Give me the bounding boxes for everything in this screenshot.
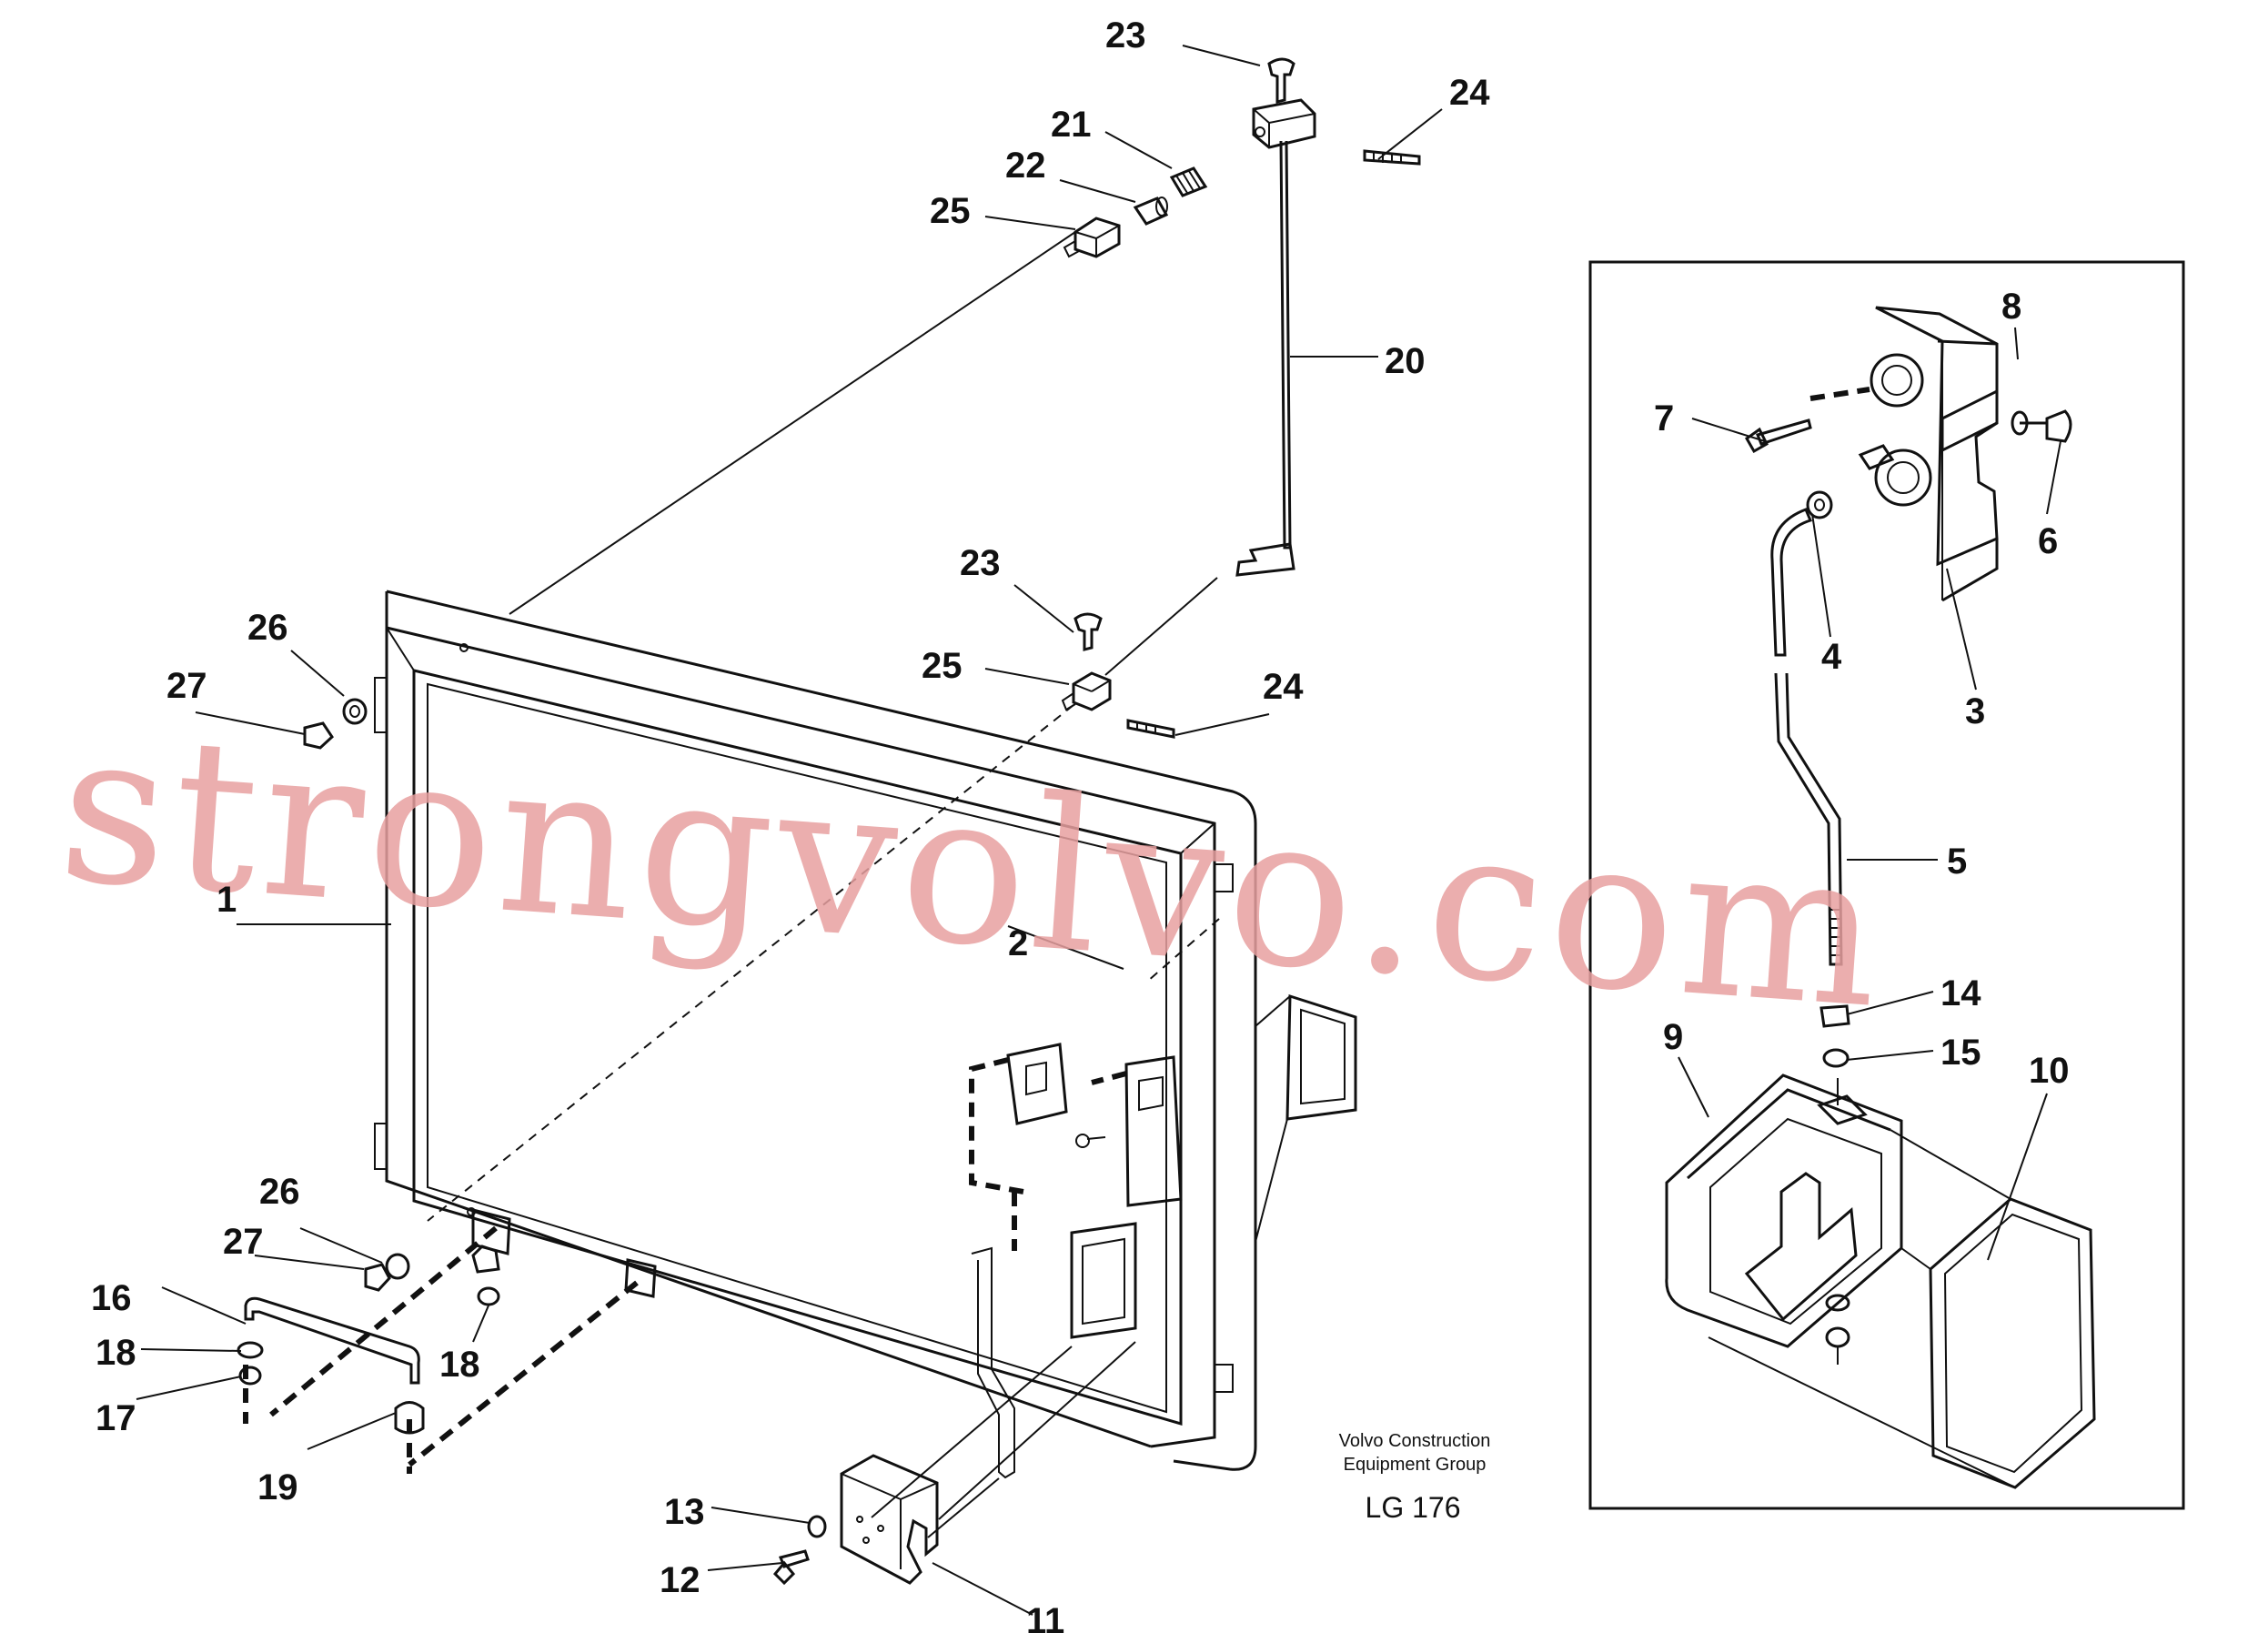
callout-6: 6: [2038, 521, 2058, 561]
callout-12: 12: [660, 1560, 701, 1600]
diagram-code: LG 176: [1366, 1491, 1461, 1524]
callout-15: 15: [1940, 1033, 1981, 1073]
rod-assembly: [303, 57, 1421, 750]
callout-10: 10: [2029, 1051, 2070, 1091]
callout-24-lower: 24: [1263, 667, 1304, 707]
lower-left-parts: [237, 1208, 657, 1435]
callout-8: 8: [2001, 287, 2021, 327]
publisher-caption: Volvo Construction Equipment Group LG 17…: [1339, 1431, 1491, 1524]
callout-16: 16: [91, 1278, 132, 1318]
callout-23-lower: 23: [960, 543, 1001, 583]
callout-7: 7: [1654, 398, 1674, 438]
callout-21: 21: [1051, 105, 1092, 145]
callout-2: 2: [1008, 923, 1028, 963]
caption-line-2: Equipment Group: [1344, 1455, 1487, 1475]
callout-9: 9: [1663, 1017, 1683, 1057]
callout-17: 17: [96, 1398, 136, 1438]
lower-bracket: [772, 1454, 939, 1586]
callout-25-lower: 25: [922, 646, 963, 686]
leader-lines: [136, 45, 2061, 1616]
callout-11: 11: [1026, 1601, 1064, 1633]
inset-lock-assembly: [1588, 260, 2185, 1510]
callout-5: 5: [1947, 842, 1967, 882]
callout-24-top: 24: [1449, 73, 1490, 113]
callout-4: 4: [1821, 637, 1842, 677]
callout-1: 1: [217, 880, 237, 920]
callout-20: 20: [1385, 341, 1426, 381]
callout-14: 14: [1940, 973, 1981, 1013]
callout-23-top: 23: [1105, 15, 1146, 55]
callout-labels: 23 24 21 22 25 20 23 25 24 26 27 1 2 26 …: [91, 15, 2070, 1633]
callout-26-lower: 26: [259, 1172, 300, 1212]
assembly-lines: [243, 231, 1220, 1538]
door-frame: [374, 590, 1357, 1479]
caption-line-1: Volvo Construction: [1339, 1431, 1491, 1451]
callout-3: 3: [1965, 691, 1985, 731]
watermark-text: strongvolvo.com: [53, 686, 1893, 1055]
callout-27-top: 27: [166, 666, 207, 706]
callout-25-top: 25: [930, 191, 971, 231]
callout-19: 19: [257, 1467, 298, 1507]
callout-13: 13: [664, 1492, 705, 1532]
callout-26-top: 26: [247, 608, 288, 648]
callout-22: 22: [1005, 146, 1046, 186]
callout-18-right: 18: [439, 1345, 480, 1385]
callout-18-left: 18: [96, 1333, 136, 1373]
callout-27-lower: 27: [223, 1222, 264, 1262]
